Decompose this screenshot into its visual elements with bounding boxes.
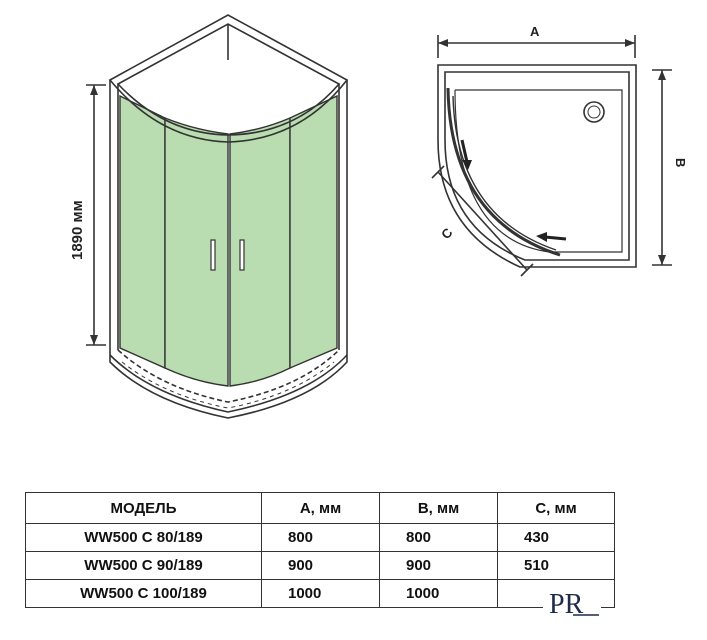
cell-a: 900 [261,551,380,580]
header-model: МОДЕЛЬ [25,492,262,524]
model-spec-table: МОДЕЛЬ A, мм B, мм C, мм WW500 C 80/189 … [25,492,615,608]
header-b: B, мм [379,492,498,524]
cell-b: 900 [379,551,498,580]
cell-b: 1000 [379,579,498,608]
cell-b: 800 [379,523,498,552]
cell-a: 1000 [261,579,380,608]
header-c: C, мм [497,492,615,524]
table-row: WW500 C 100/189 1000 1000 [25,579,615,608]
glass-door-right [229,116,291,387]
cell-a: 800 [261,523,380,552]
table-header-row: МОДЕЛЬ A, мм B, мм C, мм [25,492,615,524]
height-label: 1890 мм [69,200,86,260]
cell-model: WW500 C 90/189 [25,551,262,580]
glass-left-panel [119,94,166,370]
door-handle-right [239,239,245,271]
glass-right-panel [289,94,338,370]
cell-c: 510 [497,551,615,580]
cell-model: WW500 C 100/189 [25,579,262,608]
brand-logo: PR [543,585,601,621]
glass-panels [119,94,338,387]
table-row: WW500 C 80/189 800 800 430 [25,523,615,552]
glass-door-left [164,116,229,387]
cell-model: WW500 C 80/189 [25,523,262,552]
cell-c: 430 [497,523,615,552]
door-handle-left [210,239,216,271]
header-a: A, мм [261,492,380,524]
shower-tray [109,354,348,413]
top-frame [108,14,349,143]
table-row: WW500 C 90/189 900 900 510 [25,551,615,580]
